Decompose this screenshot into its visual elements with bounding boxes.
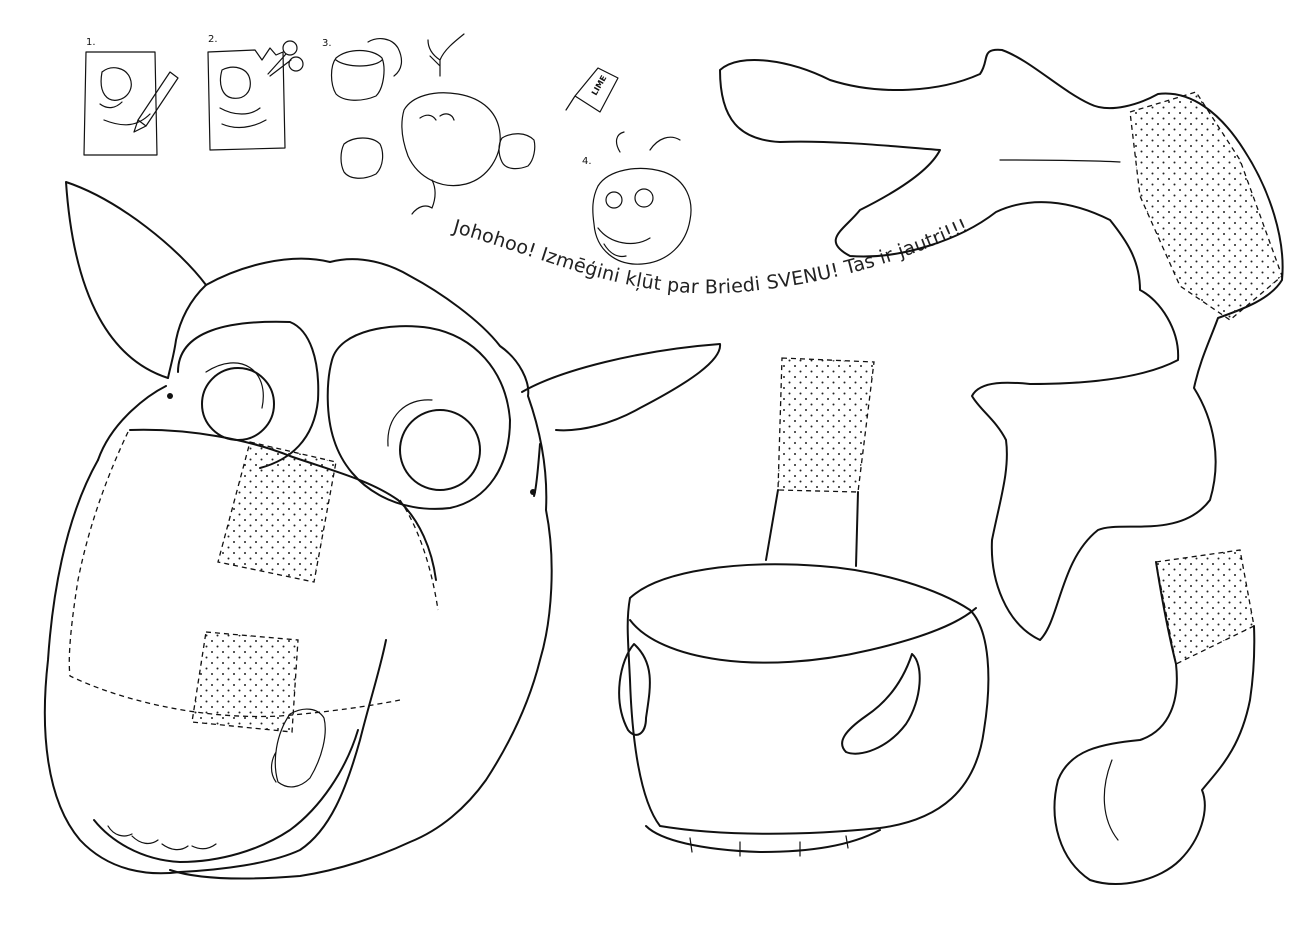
nose-cutout bbox=[618, 357, 990, 857]
step-1: 1. bbox=[83, 37, 179, 156]
glue-zone-nose-bottom bbox=[191, 631, 299, 733]
nose-teeth-marks bbox=[689, 835, 849, 857]
step-4-left-eye bbox=[605, 191, 623, 209]
step-2-sketch bbox=[219, 66, 267, 129]
left-eye-socket bbox=[177, 320, 320, 469]
right-nostril bbox=[841, 653, 921, 755]
scissors-icon bbox=[267, 40, 304, 77]
step-4-head bbox=[592, 167, 692, 265]
step-2: 2. bbox=[207, 34, 304, 151]
nose-tab-strip bbox=[765, 489, 859, 567]
step-3-nose-piece bbox=[330, 49, 385, 101]
step-1-sketch bbox=[99, 67, 151, 126]
right-string-hole bbox=[530, 489, 536, 495]
nose-top-edge bbox=[629, 607, 977, 664]
glue-label: LIME bbox=[590, 74, 609, 97]
muzzle-fold-guide bbox=[68, 431, 401, 718]
nose-glue-tab bbox=[777, 357, 875, 493]
right-eyelid bbox=[387, 399, 433, 447]
step-1-paper bbox=[83, 51, 158, 156]
right-eye bbox=[399, 409, 481, 491]
antler-outline bbox=[719, 48, 1284, 641]
step-3-nose-small-2 bbox=[498, 133, 536, 170]
right-eye-socket bbox=[326, 325, 511, 510]
slogan: Johohoo! Izmēģini kļūt par Briedi SVENU!… bbox=[450, 215, 972, 299]
tongue-glue-zone bbox=[1155, 549, 1255, 665]
instruction-steps: 1. 2. 3. bbox=[83, 33, 692, 265]
step-1-number: 1. bbox=[86, 37, 96, 48]
nose-body bbox=[626, 563, 990, 835]
left-nostril bbox=[618, 643, 651, 736]
forehead-line bbox=[167, 284, 207, 379]
step-3-antler-piece bbox=[427, 33, 465, 77]
step-3: 3. LIME bbox=[322, 33, 619, 215]
mouth-line bbox=[93, 729, 359, 863]
side-fold-guide bbox=[399, 499, 439, 611]
reindeer-head-cutout bbox=[43, 181, 722, 880]
left-string-hole bbox=[167, 393, 173, 399]
step-4-right-eye bbox=[634, 188, 654, 208]
antler-fold-line bbox=[999, 159, 1121, 163]
slogan-text: Johohoo! Izmēģini kļūt par Briedi SVENU!… bbox=[450, 215, 971, 299]
step-2-number: 2. bbox=[208, 34, 218, 45]
glue-bottle-icon: LIME bbox=[565, 67, 619, 113]
step-3-head-sketch bbox=[401, 92, 501, 187]
lower-teeth bbox=[107, 825, 217, 851]
antler-cutout bbox=[719, 48, 1284, 641]
left-ear-base bbox=[97, 385, 167, 461]
left-eyelid bbox=[205, 362, 264, 409]
tongue-groove bbox=[1103, 759, 1119, 841]
right-ear bbox=[521, 343, 722, 432]
right-ear-base bbox=[533, 443, 541, 497]
nose-bottom bbox=[645, 825, 881, 853]
pencil-icon bbox=[133, 71, 179, 133]
step-2-paper bbox=[207, 47, 286, 151]
step-4-mouth bbox=[597, 227, 651, 258]
antler-glue-zone bbox=[1129, 91, 1283, 321]
head-outline bbox=[169, 257, 553, 880]
glue-zone-nose-top bbox=[217, 441, 337, 583]
left-ear bbox=[65, 181, 207, 379]
step-4-antlers bbox=[615, 131, 681, 153]
step-4: 4. bbox=[582, 131, 692, 265]
step-3-nose-small bbox=[340, 137, 384, 179]
step-4-number: 4. bbox=[582, 156, 592, 167]
muzzle-outline bbox=[43, 459, 387, 875]
step-3-tongue bbox=[411, 179, 436, 215]
tongue-outline bbox=[1053, 561, 1256, 885]
tongue-cutout bbox=[1053, 549, 1256, 885]
step-3-fold-arrow bbox=[367, 38, 403, 77]
step-3-number: 3. bbox=[322, 38, 332, 49]
